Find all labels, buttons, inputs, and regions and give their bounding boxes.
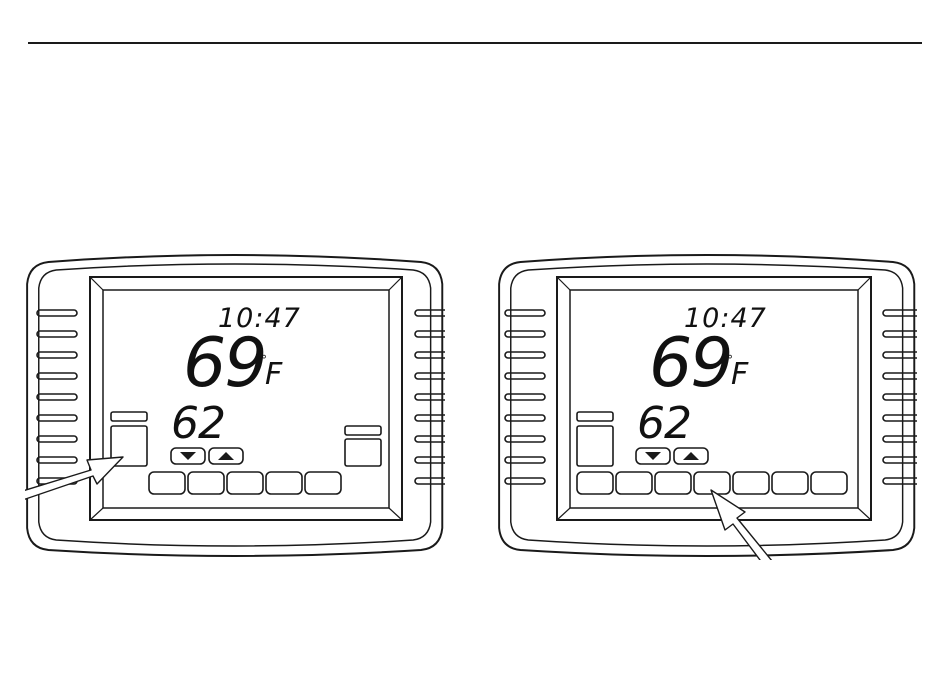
- thermostat-left: 10:47 69 ° F 62: [25, 250, 445, 560]
- soft-key[interactable]: [149, 472, 185, 494]
- pointer-arrow-icon: [711, 490, 781, 560]
- soft-key[interactable]: [577, 472, 613, 494]
- triangle-down-icon: [645, 452, 661, 460]
- triangle-down-icon: [180, 452, 196, 460]
- setpoint-temperature: 62: [171, 402, 225, 446]
- setpoint-temperature: 62: [637, 402, 691, 446]
- soft-key[interactable]: [772, 472, 808, 494]
- current-temperature: 69: [183, 330, 266, 398]
- soft-key[interactable]: [733, 472, 769, 494]
- triangle-up-icon: [683, 452, 699, 460]
- soft-key[interactable]: [305, 472, 341, 494]
- triangle-up-icon: [218, 452, 234, 460]
- thermostat-right: 10:47 69 ° F 62: [497, 250, 917, 560]
- right-panel-label-box[interactable]: [345, 426, 381, 435]
- top-rule: [28, 42, 922, 44]
- current-temperature: 69: [649, 330, 732, 398]
- soft-key[interactable]: [188, 472, 224, 494]
- thermostat-left-body: [25, 250, 445, 560]
- soft-key[interactable]: [227, 472, 263, 494]
- left-panel-label-box[interactable]: [577, 412, 613, 421]
- temperature-unit: F: [265, 360, 282, 390]
- right-panel-button[interactable]: [345, 439, 381, 466]
- pointer-arrow-icon: [25, 457, 123, 506]
- thermostat-right-body: [497, 250, 917, 560]
- left-panel-button[interactable]: [577, 426, 613, 466]
- soft-key[interactable]: [811, 472, 847, 494]
- soft-key[interactable]: [655, 472, 691, 494]
- soft-key[interactable]: [266, 472, 302, 494]
- temperature-unit: F: [731, 360, 748, 390]
- soft-key[interactable]: [616, 472, 652, 494]
- left-panel-label-box[interactable]: [111, 412, 147, 421]
